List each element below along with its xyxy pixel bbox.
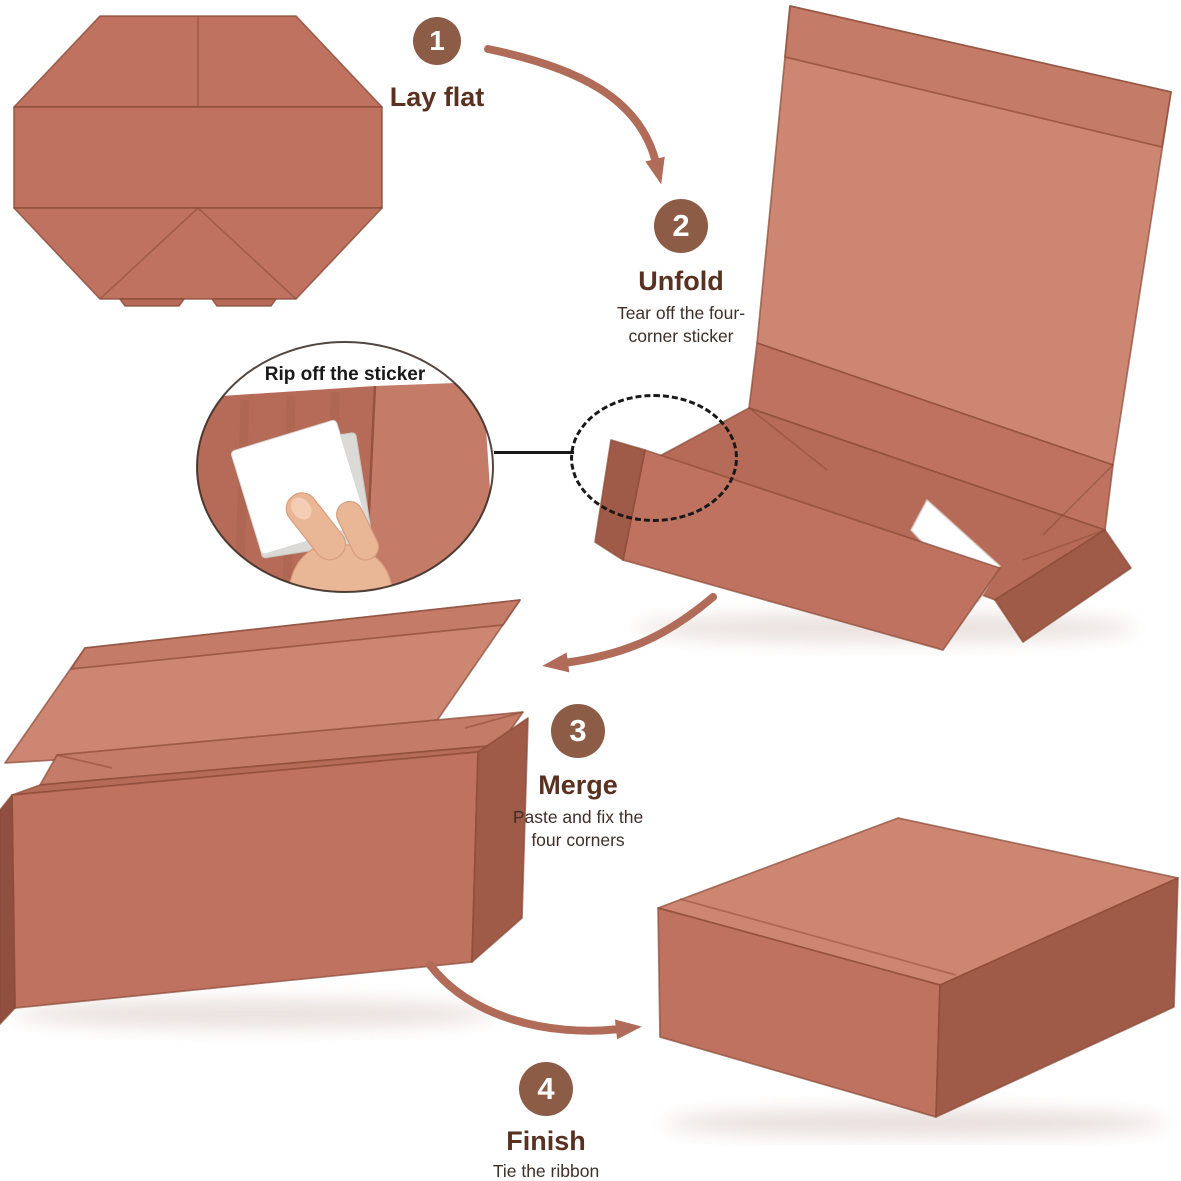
step2-subtitle: Tear off the four- corner sticker	[616, 303, 746, 347]
flat-template-middle-band	[14, 107, 382, 208]
sticker-inset-illustration	[193, 338, 497, 596]
step3-number: 3	[569, 713, 587, 748]
sticker-inset: Rip off the sticker	[193, 338, 497, 596]
inset-connector-line	[494, 451, 574, 454]
step4-number: 4	[537, 1071, 555, 1106]
flat-template-tab-right	[212, 299, 276, 306]
index-finger	[332, 497, 383, 564]
front-face-outer	[12, 752, 478, 1008]
step4-badge: 4	[519, 1062, 573, 1116]
right-end-wall-outer	[995, 530, 1131, 642]
step1-badge: 1	[413, 17, 461, 65]
left-edge-face	[0, 795, 15, 1024]
box-right-face	[936, 878, 1178, 1117]
arrow-step3-to-step4	[412, 945, 642, 1040]
step3-subtitle: Paste and fix the four corners	[512, 807, 644, 851]
box-shadow	[15, 999, 495, 1029]
flat-template-tab-left	[120, 299, 184, 306]
box-corner-right-face	[365, 382, 493, 592]
arrow-step1-to-step2	[480, 35, 665, 185]
flat-template-bottom-band	[14, 208, 382, 299]
lid-front-flap	[785, 6, 1171, 147]
thumbnail	[291, 497, 312, 520]
inset-caption: Rip off the sticker	[264, 364, 426, 385]
right-end-face	[472, 718, 528, 962]
step2-badge: 2	[654, 199, 708, 253]
merging-box-illustration	[0, 578, 545, 1029]
step2-title: Unfold	[638, 266, 724, 296]
step3-title: Merge	[538, 770, 618, 800]
box-shadow	[665, 1109, 1165, 1137]
step1-number: 1	[429, 25, 445, 56]
finished-closed-box-illustration	[640, 785, 1181, 1137]
unfolded-open-box-illustration	[575, 0, 1181, 660]
arrow-step2-to-step3	[542, 585, 723, 673]
lid-front-flap	[71, 600, 520, 669]
corner-highlight-ellipse	[570, 394, 738, 522]
hand	[280, 487, 393, 592]
step3-badge: 3	[551, 704, 605, 758]
flat-box-template-illustration	[8, 10, 388, 310]
step2-number: 2	[672, 208, 690, 243]
step1-title: Lay flat	[389, 82, 485, 112]
step4-title: Finish	[506, 1126, 586, 1156]
step4-subtitle: Tie the ribbon	[492, 1161, 600, 1181]
